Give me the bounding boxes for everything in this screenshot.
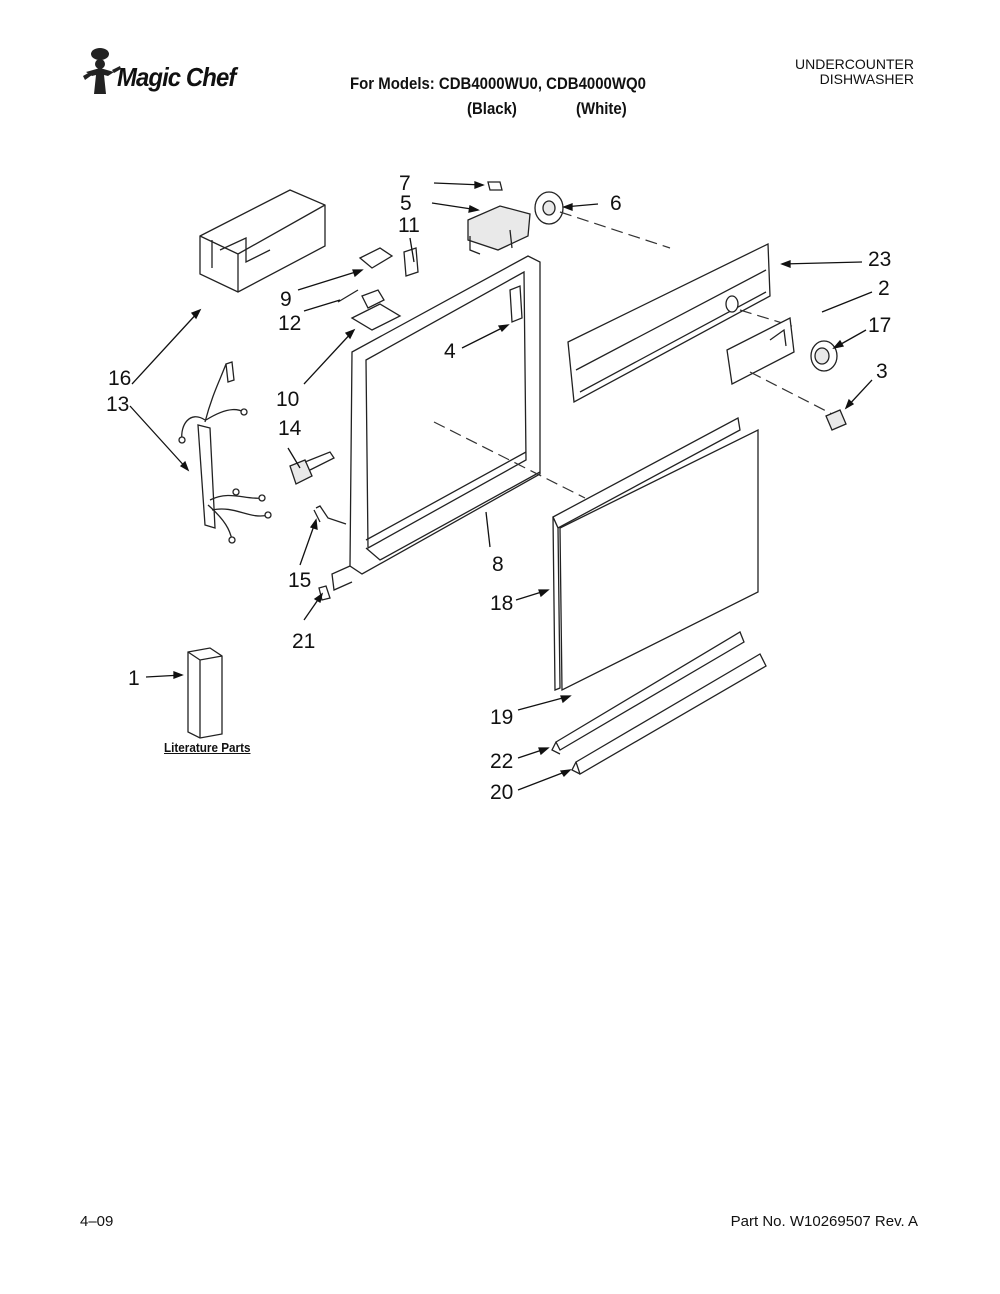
part-23-shape xyxy=(567,242,771,404)
callout-21: 21 xyxy=(292,630,316,653)
magic-chef-logo xyxy=(83,48,121,94)
part-3-shape xyxy=(825,409,847,431)
callout-17: 17 xyxy=(868,314,892,337)
callout-18: 18 xyxy=(490,592,514,615)
page-title: For Models: CDB4000WU0, CDB4000WQ0 xyxy=(350,74,646,93)
part-17-shape xyxy=(810,340,838,372)
category-line-1: UNDERCOUNTER xyxy=(795,56,914,72)
callout-22: 22 xyxy=(490,750,514,773)
callout-5: 5 xyxy=(400,192,412,215)
part-8-frame-shape xyxy=(331,255,541,591)
callout-16: 16 xyxy=(108,367,132,390)
part-18-shape xyxy=(552,416,741,691)
footer-part-number: Part No. W10269507 Rev. A xyxy=(730,1213,918,1230)
callout-15: 15 xyxy=(288,569,312,592)
callout-19: 19 xyxy=(490,706,514,729)
leader-lines xyxy=(129,181,873,791)
callout-2: 2 xyxy=(878,277,890,300)
part-7-shape xyxy=(487,181,503,191)
part-1-shape xyxy=(187,647,223,739)
part-15-shape xyxy=(313,505,347,525)
callout-3: 3 xyxy=(876,360,888,383)
callout-1: 1 xyxy=(128,667,140,690)
part-14-shape xyxy=(289,451,335,485)
part-19-shape xyxy=(559,428,759,692)
footer-date: 4–09 xyxy=(80,1213,114,1230)
part-6-shape xyxy=(534,191,564,225)
callout-20: 20 xyxy=(490,781,514,804)
literature-parts-label: Literature Parts xyxy=(164,740,251,755)
callout-23: 23 xyxy=(868,248,892,271)
part-16-shape xyxy=(199,189,326,293)
variant-black: (Black) xyxy=(467,99,517,118)
part-22-shape xyxy=(551,631,745,755)
part-2-shape xyxy=(726,316,795,385)
variant-white: (White) xyxy=(576,99,627,118)
part-5-shape xyxy=(467,205,531,255)
callout-9: 9 xyxy=(280,288,292,311)
callout-4: 4 xyxy=(444,340,456,363)
part-20-shape xyxy=(571,653,767,775)
callout-12: 12 xyxy=(278,312,302,335)
callout-6: 6 xyxy=(610,192,622,215)
callout-8: 8 xyxy=(492,553,504,576)
parts-9-to-12-shapes xyxy=(337,247,419,331)
callout-14: 14 xyxy=(278,417,302,440)
part-13-shape xyxy=(178,361,272,544)
callout-13: 13 xyxy=(106,393,130,416)
callout-11: 11 xyxy=(398,214,420,237)
category-line-2: DISHWASHER xyxy=(819,71,914,87)
callout-10: 10 xyxy=(276,388,300,411)
callout-7: 7 xyxy=(399,172,411,195)
brand-name: Magic Chef xyxy=(117,62,236,92)
